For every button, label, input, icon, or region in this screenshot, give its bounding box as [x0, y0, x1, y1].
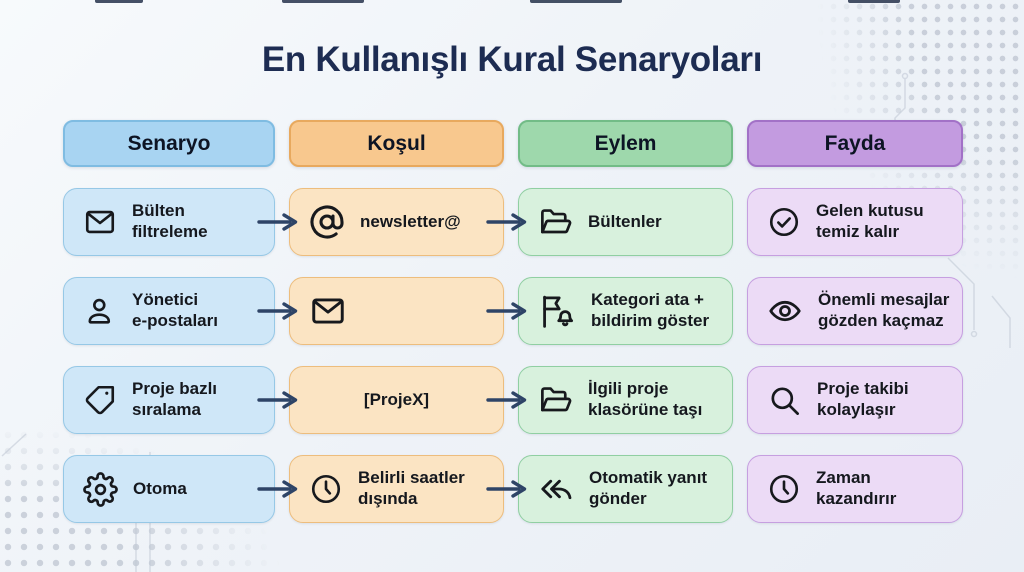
- reply-all-icon: [541, 479, 572, 500]
- card-row3-senaryo: Proje bazlı sıralama: [63, 366, 275, 434]
- card-label: Bültenler: [588, 211, 662, 231]
- column-header-senaryo: Senaryo: [63, 120, 275, 167]
- column-header-fayda: Fayda: [747, 120, 963, 167]
- clock-icon: [769, 474, 799, 504]
- column-header-kosul: Koşul: [289, 120, 504, 167]
- card-row2-kosul: [289, 277, 504, 345]
- card-label: Proje takibi kolaylaşır: [817, 379, 909, 419]
- flow-arrow: [486, 391, 527, 409]
- card-label: [ProjeX]: [363, 389, 430, 409]
- card-label: Önemli mesajlar gözden kaçmaz: [818, 290, 950, 330]
- rules-grid: Senaryo Koşul Eylem Fayda Bülten filtrel…: [63, 120, 963, 523]
- card-row3-kosul: [ProjeX]: [289, 366, 504, 434]
- top-edge-dash: [530, 0, 622, 3]
- flow-arrow: [257, 480, 298, 498]
- card-label: Yönetici e-postaları: [132, 290, 218, 330]
- card-label: Kategori ata + bildirim göster: [591, 290, 710, 330]
- folder-open-icon: [541, 386, 572, 411]
- card-row2-fayda: Önemli mesajlar gözden kaçmaz: [747, 277, 963, 345]
- card-label: Otoma: [133, 478, 187, 498]
- column-header-eylem: Eylem: [518, 120, 733, 167]
- card-label: Otomatik yanıt gönder: [589, 468, 708, 508]
- page-title: En Kullanışlı Kural Senaryoları: [261, 40, 763, 79]
- flow-arrow: [257, 213, 298, 231]
- card-row4-senaryo: Otoma: [63, 455, 275, 523]
- search-icon: [771, 386, 799, 415]
- tag-icon: [85, 385, 115, 415]
- card-row1-fayda: Gelen kutusu temiz kalır: [747, 188, 963, 256]
- card-label: Belirli saatler dışında: [358, 468, 465, 508]
- card-row4-fayda: Zaman kazandırır: [747, 455, 963, 523]
- check-circle-icon: [769, 207, 799, 237]
- card-row3-eylem: İlgili proje klasörüne taşı: [518, 366, 733, 434]
- envelope-icon: [312, 298, 344, 324]
- card-label: Bülten filtreleme: [132, 201, 208, 241]
- flow-arrow: [486, 480, 527, 498]
- flag-bell-icon: [543, 295, 574, 328]
- at-sign-icon: [310, 205, 344, 239]
- card-label: İlgili proje klasörüne taşı: [588, 379, 703, 419]
- top-edge-dash: [282, 0, 364, 3]
- card-row1-eylem: Bültenler: [518, 188, 733, 256]
- flow-arrow: [257, 391, 298, 409]
- flow-arrow: [486, 213, 527, 231]
- top-edge-dash: [848, 0, 900, 3]
- folder-open-icon: [541, 208, 572, 233]
- card-label: newsletter@: [360, 211, 461, 231]
- clock-icon: [311, 474, 341, 504]
- card-row1-kosul: newsletter@: [289, 188, 504, 256]
- top-edge-dash: [95, 0, 143, 3]
- gear-icon: [83, 471, 118, 507]
- flow-arrow: [486, 302, 527, 320]
- card-row4-kosul: Belirli saatler dışında: [289, 455, 504, 523]
- flow-arrow: [257, 302, 298, 320]
- envelope-icon: [85, 210, 115, 234]
- eye-icon: [769, 300, 801, 322]
- card-row2-senaryo: Yönetici e-postaları: [63, 277, 275, 345]
- card-row4-eylem: Otomatik yanıt gönder: [518, 455, 733, 523]
- card-label: Zaman kazandırır: [816, 468, 897, 508]
- card-row2-eylem: Kategori ata + bildirim göster: [518, 277, 733, 345]
- card-label: Proje bazlı sıralama: [132, 379, 218, 419]
- user-icon: [88, 298, 111, 324]
- card-row3-fayda: Proje takibi kolaylaşır: [747, 366, 963, 434]
- card-label: Gelen kutusu temiz kalır: [816, 201, 924, 241]
- card-row1-senaryo: Bülten filtreleme: [63, 188, 275, 256]
